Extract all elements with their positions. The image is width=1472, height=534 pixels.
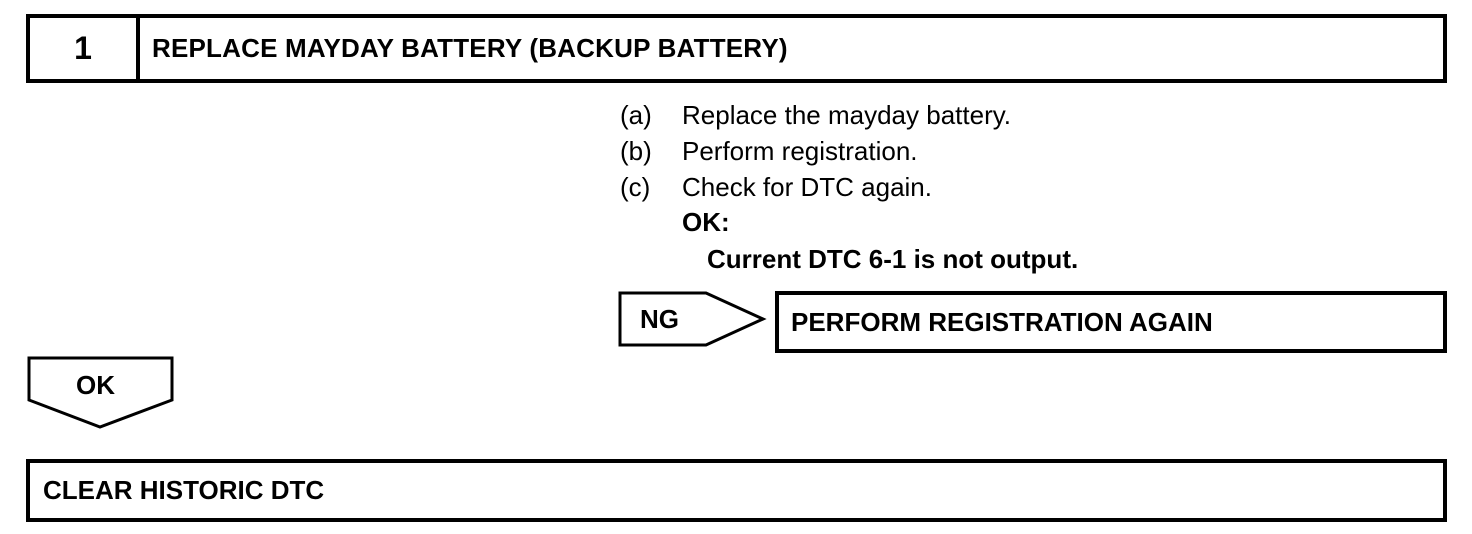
ng-action-text: PERFORM REGISTRATION AGAIN xyxy=(791,306,1213,337)
instruction-text: Check for DTC again. xyxy=(682,172,932,202)
ok-condition-label: OK: xyxy=(682,207,730,237)
instruction-item: (b) Perform registration. xyxy=(620,136,918,166)
ng-arrow-shape xyxy=(618,291,767,347)
next-step-title: CLEAR HISTORIC DTC xyxy=(43,475,325,505)
step-number: 1 xyxy=(30,18,140,79)
ng-action-box: PERFORM REGISTRATION AGAIN xyxy=(775,291,1447,353)
instruction-text: Perform registration. xyxy=(682,136,918,166)
instruction-text: Replace the mayday battery. xyxy=(682,100,1012,130)
step-header: 1 REPLACE MAYDAY BATTERY (BACKUP BATTERY… xyxy=(26,14,1447,83)
instruction-letter: (c) xyxy=(620,172,651,202)
instruction-item: (a) Replace the mayday battery. xyxy=(620,100,1011,130)
ng-label: NG xyxy=(640,304,679,334)
ok-condition-detail: Current DTC 6-1 is not output. xyxy=(707,244,1079,274)
ok-arrow-label: OK xyxy=(76,370,115,400)
next-step-box: CLEAR HISTORIC DTC xyxy=(26,459,1447,522)
instruction-letter: (a) xyxy=(620,100,652,130)
instruction-letter: (b) xyxy=(620,136,652,166)
step-title: REPLACE MAYDAY BATTERY (BACKUP BATTERY) xyxy=(152,33,788,63)
instruction-item: (c) Check for DTC again. xyxy=(620,172,932,202)
ok-arrow-shape xyxy=(27,356,174,429)
